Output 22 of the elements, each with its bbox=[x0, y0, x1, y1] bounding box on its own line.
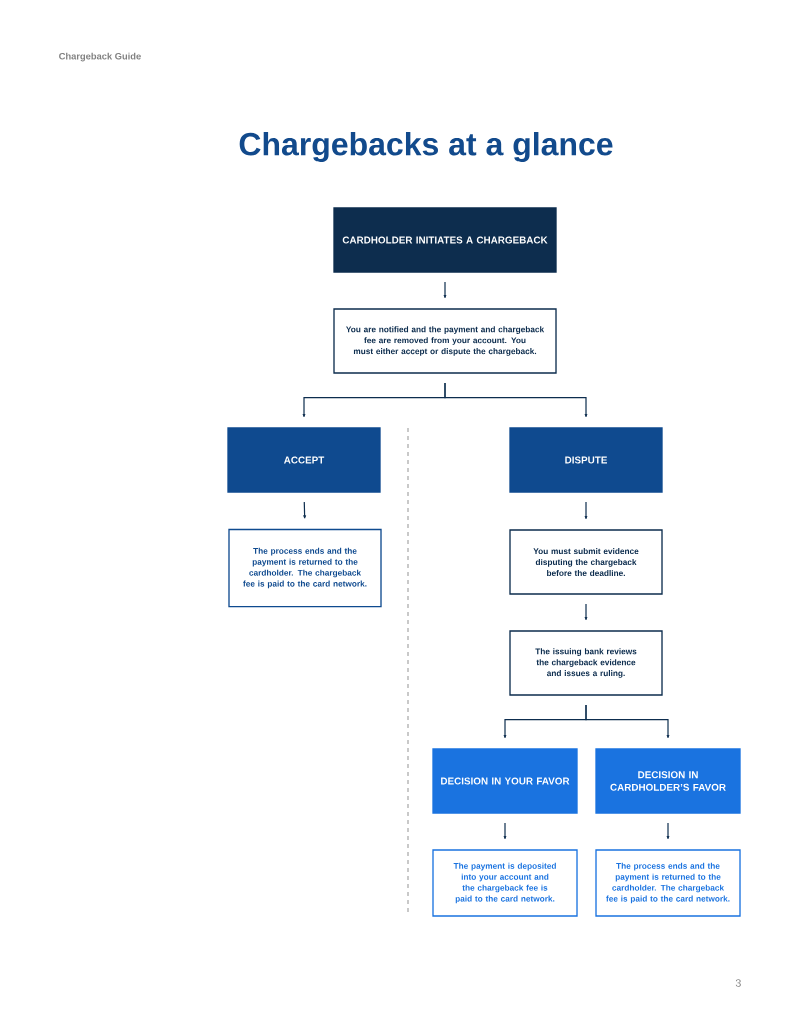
title: Chargebacks at a glance bbox=[239, 132, 613, 162]
arrow bbox=[584, 501, 588, 520]
arrow bbox=[666, 822, 670, 840]
process-box: ACCEPT bbox=[227, 427, 381, 493]
arrow bbox=[303, 501, 307, 519]
arrow bbox=[585, 704, 670, 739]
arrow bbox=[444, 382, 588, 418]
header-box: CARDHOLDER INITIATES A CHARGEBACK bbox=[333, 207, 557, 273]
page-number: 3 bbox=[735, 979, 741, 987]
arrow bbox=[443, 281, 447, 299]
arrow bbox=[584, 603, 588, 621]
text-box: The issuing bank reviews the chargeback evidence and issues a ruling. bbox=[509, 630, 663, 696]
header-text: Chargeback Guide bbox=[59, 52, 141, 62]
process-box: DISPUTE bbox=[509, 427, 663, 493]
decision-box: DECISION IN YOUR FAVOR bbox=[432, 748, 578, 814]
text-box: You are notified and the payment and chargeback fee are removed from your account. You must either accept or dispute the chargeback. bbox=[333, 308, 557, 374]
text-box: You must submit evidence disputing the chargeback before the deadline. bbox=[509, 529, 663, 595]
decision-box: DECISION IN CARDHOLDER’S FAVOR bbox=[595, 748, 741, 814]
text-box: The payment is deposited into your account and the chargeback fee is paid to the card network. bbox=[432, 849, 578, 917]
text-box: The process ends and the payment is returned to the cardholder. The chargeback fee is paid to the card network. bbox=[595, 849, 741, 917]
arrow bbox=[503, 822, 507, 840]
text-box: The process ends and the payment is returned to the cardholder. The chargeback fee is paid to the card network. bbox=[228, 528, 382, 608]
